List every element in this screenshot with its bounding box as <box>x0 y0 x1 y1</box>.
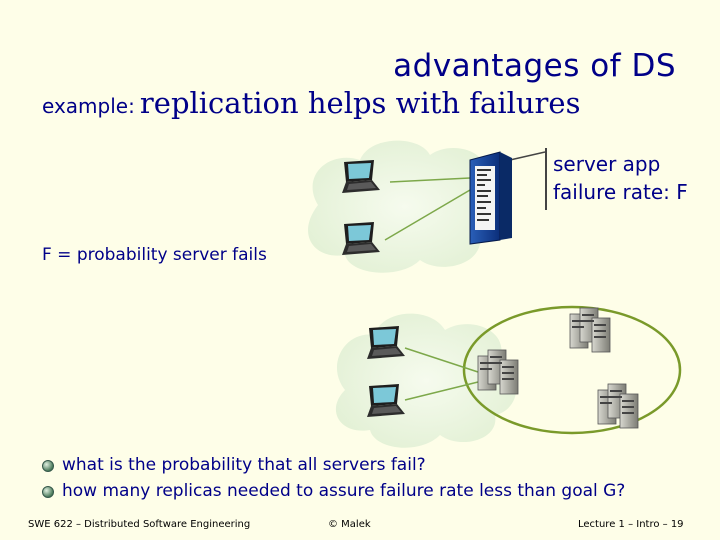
bullet-item: what is the probability that all servers… <box>42 455 426 475</box>
server-callout: server app failure rate: F <box>553 150 688 206</box>
server-replica-icon <box>569 307 611 353</box>
footer-author: © Malek <box>328 519 371 530</box>
footer-page: Lecture 1 – Intro – 19 <box>578 519 684 530</box>
network-link <box>404 381 479 401</box>
replication-ring <box>462 305 682 435</box>
network-link <box>384 189 471 241</box>
server-replica-icon <box>597 383 639 429</box>
callout-line: failure rate: F <box>553 180 688 204</box>
bullet-text: how many replicas needed to assure failu… <box>62 481 626 501</box>
bullet-icon <box>42 460 54 472</box>
slide-subtitle: example: replication helps with failures <box>42 86 580 120</box>
bullet-item: how many replicas needed to assure failu… <box>42 481 626 501</box>
subtitle-main: replication helps with failures <box>139 86 581 120</box>
callout-bar <box>545 148 547 210</box>
network-link <box>389 177 471 183</box>
bullet-icon <box>42 486 54 498</box>
callout-pointer <box>509 151 546 161</box>
callout-line: server app <box>553 152 661 176</box>
failure-definition: F = probability server fails <box>42 245 267 265</box>
server-rack-icon <box>469 151 512 245</box>
bullet-text: what is the probability that all servers… <box>62 455 426 475</box>
slide-title: advantages of DS <box>393 48 676 84</box>
network-link <box>404 347 479 373</box>
subtitle-lead: example: <box>42 94 135 118</box>
footer-course: SWE 622 – Distributed Software Engineeri… <box>28 519 251 530</box>
